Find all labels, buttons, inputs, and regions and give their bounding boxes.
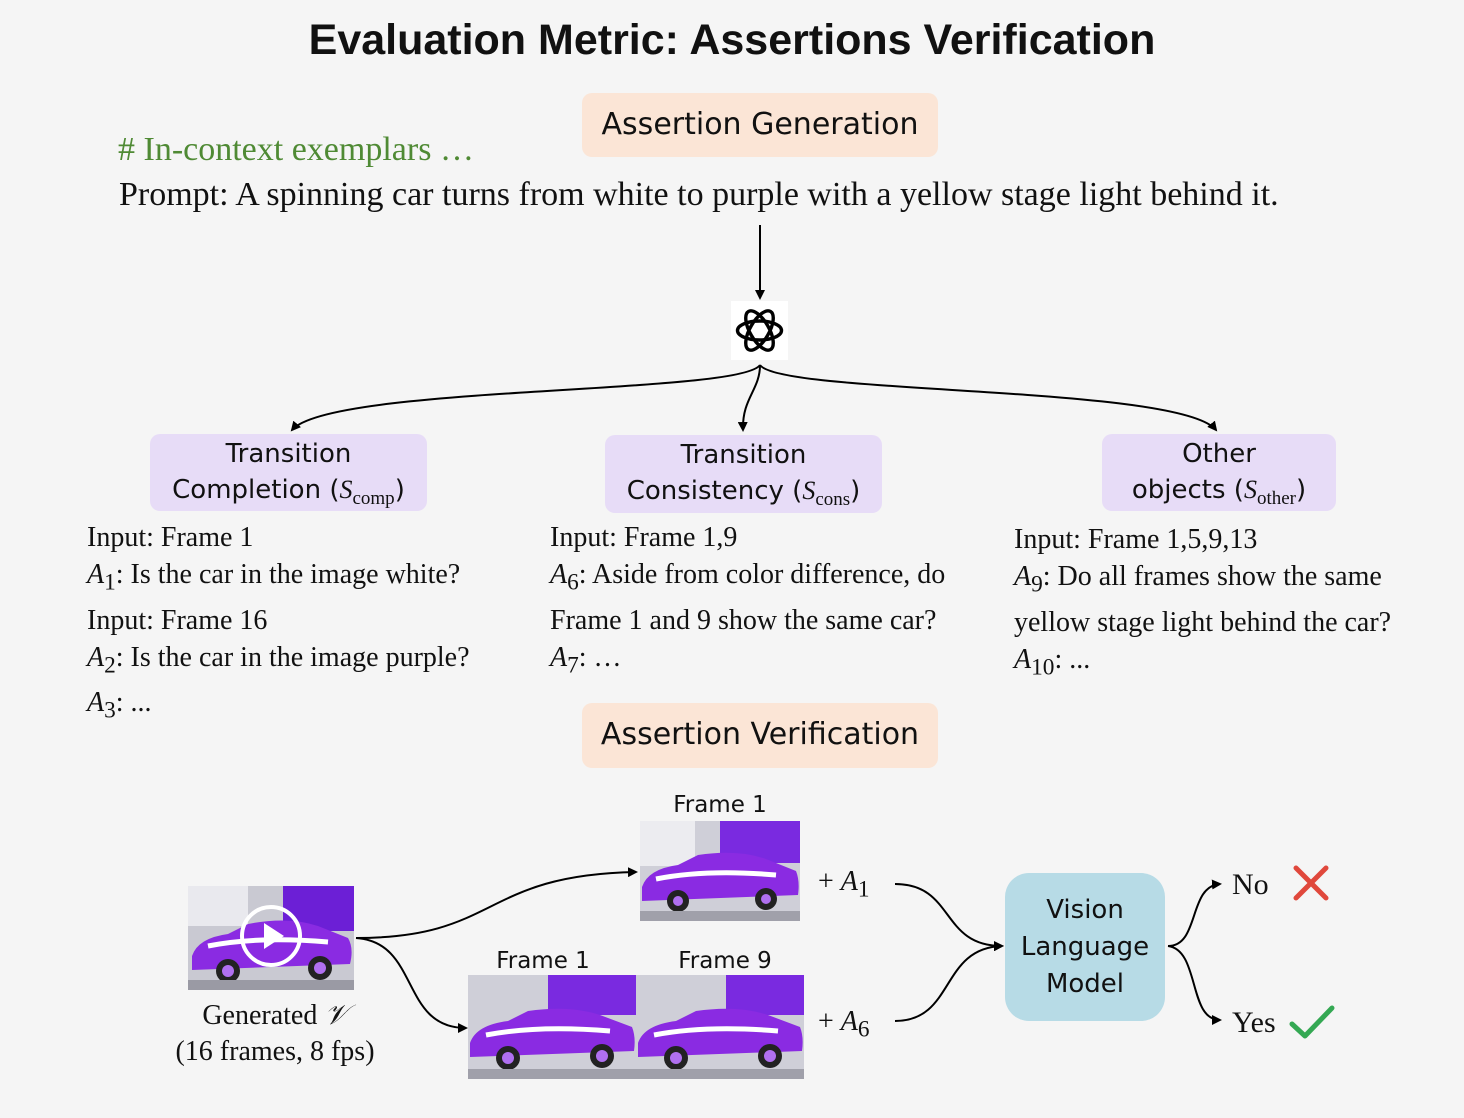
category-line2: Consistency (Scons) [626, 476, 861, 511]
outcome-yes: Yes [1232, 1006, 1276, 1039]
in-context-comment: # In-context exemplars … [118, 131, 474, 168]
generated-video-thumbnail[interactable] [188, 886, 354, 990]
checkmark-icon [1288, 1004, 1336, 1040]
category-line2: objects (Sother) [1131, 475, 1307, 510]
frame-label-top: Frame 1 [673, 792, 767, 818]
category-line2: Completion (Scomp) [172, 475, 405, 510]
assertion-a6-input: + A6 [818, 1006, 870, 1043]
completion-assertions: Input: Frame 1 A1: Is the car in the ima… [87, 522, 470, 724]
llm-logo-icon [731, 301, 788, 360]
cross-icon [1292, 865, 1330, 901]
assertion-verification-label: Assertion Verification [582, 703, 938, 768]
frame-1-image-top [640, 821, 800, 921]
category-line1: Transition [680, 440, 807, 470]
assertion-generation-label: Assertion Generation [582, 93, 938, 157]
category-other-objects: Other objects (Sother) [1102, 434, 1336, 511]
generated-video-caption: Generated 𝒱 (16 frames, 8 fps) [175, 1000, 375, 1067]
consistency-assertions: Input: Frame 1,9 A6: Aside from color di… [550, 522, 946, 679]
vision-language-model-box: Vision Language Model [1005, 873, 1165, 1021]
category-line1: Transition [225, 439, 352, 469]
frame-label-bottom-right: Frame 9 [678, 948, 772, 974]
category-transition-completion: Transition Completion (Scomp) [150, 434, 427, 511]
category-line1: Other [1182, 439, 1256, 469]
frame-9-image-bottom [636, 975, 804, 1079]
prompt-text: Prompt: A spinning car turns from white … [119, 176, 1279, 213]
play-icon[interactable] [240, 905, 302, 967]
other-objects-assertions: Input: Frame 1,5,9,13 A9: Do all frames … [1014, 524, 1392, 681]
category-transition-consistency: Transition Consistency (Scons) [605, 435, 882, 513]
frame-label-bottom-left: Frame 1 [496, 948, 590, 974]
frame-1-image-bottom [468, 975, 636, 1079]
diagram-title: Evaluation Metric: Assertions Verificati… [308, 16, 1156, 64]
assertion-a1-input: + A1 [818, 866, 870, 903]
outcome-no: No [1232, 868, 1269, 901]
